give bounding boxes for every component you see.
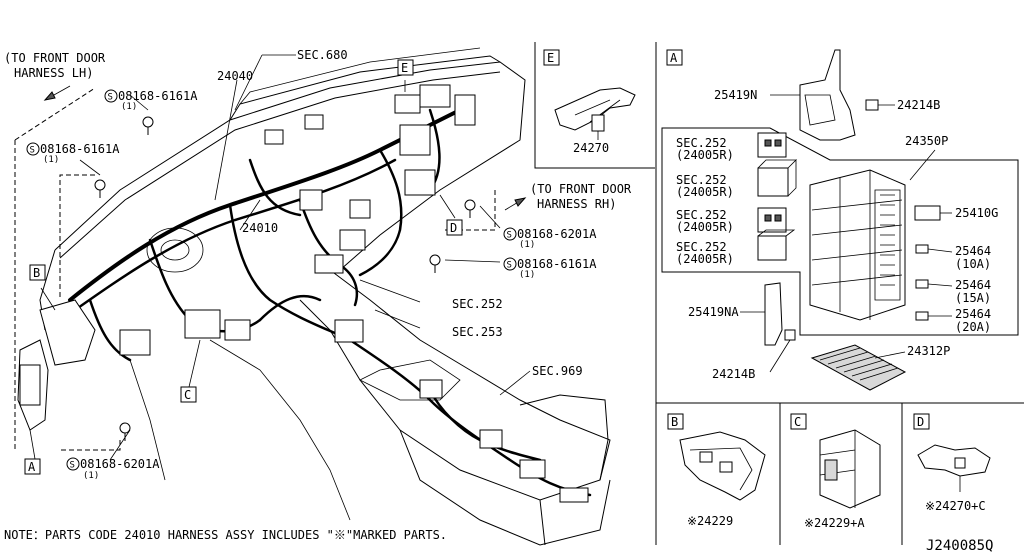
part-25419na-label: 25419NA xyxy=(688,305,739,319)
sec-969-label: SEC.969 xyxy=(532,364,583,378)
part-25464-15a-amp: (15A) xyxy=(955,291,991,305)
sec-252-label: SEC.252 xyxy=(452,297,503,311)
to-front-door-lh-line1: (TO FRONT DOOR xyxy=(4,51,106,65)
s-mark-letter: S xyxy=(70,461,75,471)
to-front-door-lh-line2: HARNESS LH) xyxy=(14,66,93,80)
relay-4-code: (24005R) xyxy=(676,252,734,266)
svg-text:B: B xyxy=(33,266,40,280)
relay-3-code: (24005R) xyxy=(676,220,734,234)
bolt-6161a-left-label: 08168-6161A xyxy=(40,142,120,156)
callout-box-a: A xyxy=(24,458,41,475)
s-mark-icon xyxy=(26,142,40,156)
parts-note: NOTE：PARTS CODE 24010 HARNESS ASSY INCLU… xyxy=(4,528,447,542)
panel-e-letter: E xyxy=(547,51,554,65)
part-24040-label: 24040 xyxy=(217,69,253,83)
part-25464-20a-label: 25464 xyxy=(955,307,991,321)
panel-e: E 24270 xyxy=(534,42,655,169)
bolt-callout-bottom: S 08168-6201A (1) xyxy=(66,457,160,481)
panel-a: A 25419N 24214B 24350P SEC.252 (24005R) … xyxy=(655,42,1024,545)
bolt-callout-top: S 08168-6161A (1) xyxy=(104,89,198,112)
s-mark-letter: S xyxy=(507,231,512,241)
relay-list: SEC.252 (24005R) SEC.252 (24005R) SEC.25… xyxy=(676,132,797,266)
part-24270-label: 24270 xyxy=(573,141,609,155)
s-mark-icon xyxy=(503,257,517,271)
part-24214b-top-label: 24214B xyxy=(897,98,940,112)
bolt-6201a-bottom-label: 08168-6201A xyxy=(80,457,160,471)
part-24229a-label: ※24229+A xyxy=(804,516,865,530)
s-mark-letter: S xyxy=(108,93,113,103)
part-24312p-label: 24312P xyxy=(907,344,950,358)
bolt-6161a-top-label: 08168-6161A xyxy=(118,89,198,103)
bolt-6161a-right-qty: (1) xyxy=(519,270,535,280)
part-25464-15a-label: 25464 xyxy=(955,278,991,292)
callout-box-c: C xyxy=(180,386,197,403)
part-25464-20a-amp: (20A) xyxy=(955,320,991,334)
s-mark-letter: S xyxy=(507,261,512,271)
part-25419n-label: 25419N xyxy=(714,88,757,102)
callout-box-d: D xyxy=(446,219,463,236)
relay-3-sec: SEC.252 xyxy=(676,208,727,222)
relay-2-sec: SEC.252 xyxy=(676,173,727,187)
s-mark-icon xyxy=(66,457,80,471)
s-mark-icon xyxy=(503,227,517,241)
panel-d-letter: D xyxy=(917,415,924,429)
panel-b-letter: B xyxy=(671,415,678,429)
s-mark-icon xyxy=(104,89,118,103)
panel-c: C ※24229+A xyxy=(790,403,903,545)
bolt-6201a-right-label: 08168-6201A xyxy=(517,227,597,241)
relay-1-sec: SEC.252 xyxy=(676,136,727,150)
part-24229-label: ※24229 xyxy=(687,514,733,528)
sec-253-label: SEC.253 xyxy=(452,325,503,339)
bolt-callout-right-6201a: S 08168-6201A (1) xyxy=(503,227,597,250)
to-front-door-rh-line1: (TO FRONT DOOR xyxy=(530,182,632,196)
svg-text:D: D xyxy=(450,221,457,235)
bolt-6161a-right-label: 08168-6161A xyxy=(517,257,597,271)
panel-b: B ※24229 xyxy=(667,403,781,545)
relay-1-code: (24005R) xyxy=(676,148,734,162)
dashboard-illustration xyxy=(14,47,611,546)
callout-box-e: E xyxy=(397,59,414,76)
part-24010-label: 24010 xyxy=(242,221,278,235)
svg-text:C: C xyxy=(184,388,191,402)
to-front-door-rh-line2: HARNESS RH) xyxy=(537,197,616,211)
bolt-6161a-top-qty: (1) xyxy=(121,102,137,112)
panel-d: D ※24270+C xyxy=(913,413,991,513)
panel-a-letter: A xyxy=(670,51,678,65)
svg-text:A: A xyxy=(28,460,36,474)
callout-box-b: B xyxy=(29,264,46,281)
part-24270c-label: ※24270+C xyxy=(925,499,986,513)
s-mark-letter: S xyxy=(30,146,35,156)
part-25464-10a-label: 25464 xyxy=(955,244,991,258)
bolt-6201a-right-qty: (1) xyxy=(519,240,535,250)
relay-4-sec: SEC.252 xyxy=(676,240,727,254)
panel-c-letter: C xyxy=(794,415,801,429)
part-25464-10a-amp: (10A) xyxy=(955,257,991,271)
bolt-6161a-left-qty: (1) xyxy=(43,155,59,165)
part-24350p-label: 24350P xyxy=(905,134,948,148)
bolt-6201a-bottom-qty: (1) xyxy=(83,471,99,481)
part-24214b-bottom-label: 24214B xyxy=(712,367,755,381)
part-25410g-label: 25410G xyxy=(955,206,998,220)
diagram-code: J240085Q xyxy=(926,538,993,554)
bolt-callout-right-6161a: S 08168-6161A (1) xyxy=(503,257,597,280)
sec-680-label: SEC.680 xyxy=(297,48,348,62)
svg-text:E: E xyxy=(401,61,408,75)
relay-2-code: (24005R) xyxy=(676,185,734,199)
bolt-callout-left: S 08168-6161A (1) xyxy=(26,142,120,165)
